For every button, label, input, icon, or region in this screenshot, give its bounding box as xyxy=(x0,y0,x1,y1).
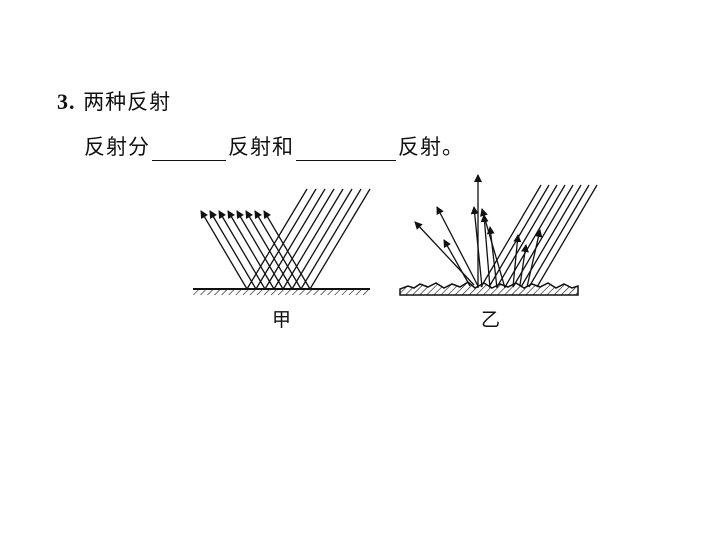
fill-in-sentence: 反射分 反射和 反射。 xyxy=(84,131,464,161)
question-title: 两种反射 xyxy=(83,90,172,114)
specular-incident-ray xyxy=(300,188,362,290)
specular-reflected-ray xyxy=(209,210,257,290)
diffuse-ray-11 xyxy=(443,239,471,287)
specular-incident-ray xyxy=(291,188,353,290)
specular-rays xyxy=(200,188,371,290)
diffuse-ray-9 xyxy=(519,244,529,286)
question-number: 3. xyxy=(57,89,76,114)
figure-label-left: 甲 xyxy=(272,309,292,331)
diffuse-incident-ray xyxy=(496,184,558,288)
diffuse-incident-ray xyxy=(536,184,598,288)
specular-incident-ray xyxy=(282,188,344,290)
diffuse-incident-ray xyxy=(480,184,542,288)
specular-reflected-ray xyxy=(218,210,266,290)
specular-reflected-ray xyxy=(236,210,284,290)
diffuse-ray-7 xyxy=(480,208,506,289)
diffuse-ray-5 xyxy=(480,214,491,289)
diffuse-ray-4 xyxy=(470,206,483,288)
specular-incident-ray xyxy=(309,188,371,290)
blank-2[interactable] xyxy=(296,138,396,161)
diffuse-reflection-diagram xyxy=(399,174,598,296)
sentence-part-3: 反射。 xyxy=(398,135,464,159)
specular-reflected-ray xyxy=(263,210,311,290)
specular-incident-ray xyxy=(264,188,326,290)
diffuse-incident-ray xyxy=(528,184,590,288)
diffuse-ray-6 xyxy=(486,226,498,289)
sentence-part-2: 反射和 xyxy=(228,135,294,159)
sentence-part-1: 反射分 xyxy=(84,135,150,159)
question-heading: 3. 两种反射 xyxy=(57,86,171,116)
diffuse-ray-1 xyxy=(414,221,475,286)
figure-label-right: 乙 xyxy=(481,309,501,331)
specular-incident-ray xyxy=(255,188,317,290)
blank-1[interactable] xyxy=(152,138,226,161)
diffuse-reflected-rays xyxy=(414,174,543,289)
specular-reflection-diagram xyxy=(193,188,371,295)
diffuse-incident-ray xyxy=(512,184,574,288)
specular-reflected-ray xyxy=(245,210,293,290)
specular-reflected-ray xyxy=(227,210,275,290)
specular-incident-ray xyxy=(273,188,335,290)
diffuse-incident-ray xyxy=(488,184,550,288)
rough-surface xyxy=(399,281,579,296)
specular-incident-ray xyxy=(246,188,308,290)
diffuse-ray-10 xyxy=(526,229,543,288)
specular-reflected-ray xyxy=(254,210,302,290)
smooth-surface-hatch xyxy=(193,289,370,295)
specular-reflected-ray xyxy=(200,210,248,290)
diffuse-ray-8 xyxy=(512,234,522,288)
diffuse-ray-2 xyxy=(436,206,479,287)
